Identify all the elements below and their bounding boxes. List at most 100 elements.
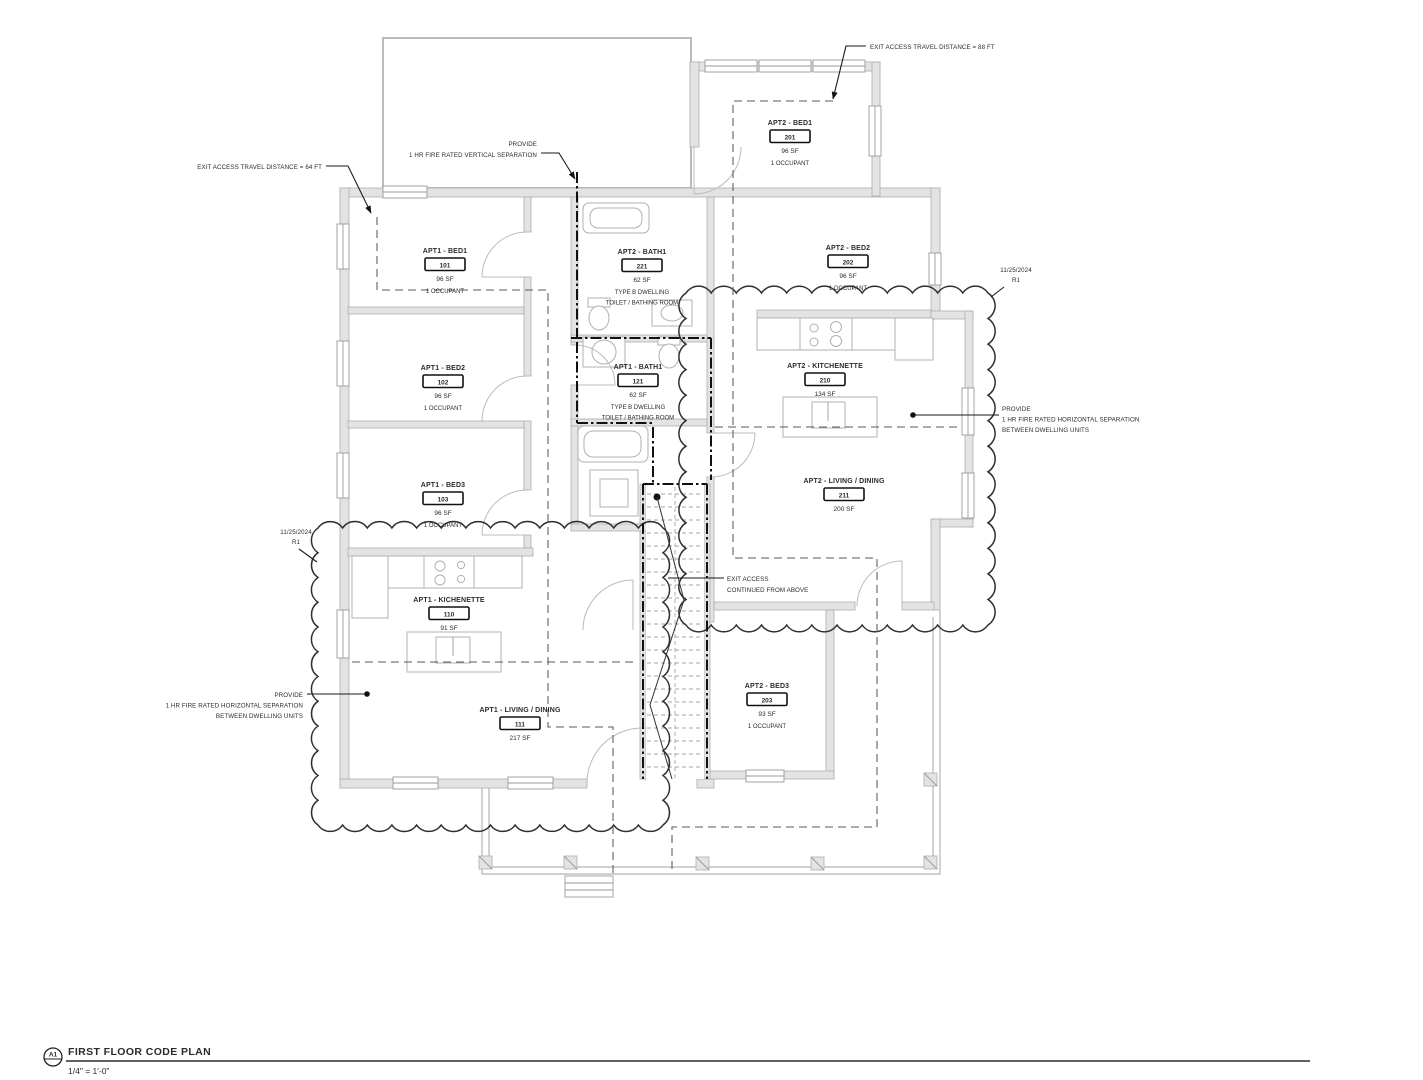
annotation-text: BETWEEN DWELLING UNITS bbox=[1002, 427, 1089, 434]
room-name: APT2 - BED3 bbox=[745, 683, 789, 690]
room-label-apt2_living: APT2 - LIVING / DINING 211 200 SF bbox=[803, 478, 884, 513]
room-label-apt2_bed1: APT2 - BED1 201 96 SF 1 OCCUPANT bbox=[768, 120, 812, 167]
revision-date: 11/25/2024 bbox=[280, 529, 312, 536]
room-number: 102 bbox=[438, 380, 449, 387]
porch bbox=[478, 610, 941, 898]
room-area: 217 SF bbox=[510, 735, 531, 742]
room-note: TOILET / BATHING ROOM bbox=[602, 416, 674, 422]
room-name: APT2 - BED1 bbox=[768, 120, 812, 127]
room-name: APT2 - KITCHENETTE bbox=[787, 363, 863, 370]
annotation-text: PROVIDE bbox=[508, 141, 537, 148]
room-number: 121 bbox=[633, 379, 644, 386]
annotation-text: EXIT ACCESS bbox=[727, 576, 769, 583]
room-label-apt2_bath1: APT2 - BATH1 221 62 SF TYPE B DWELLING TOILE… bbox=[606, 249, 678, 307]
room-number: 111 bbox=[515, 722, 526, 729]
room-occupancy: 1 OCCUPANT bbox=[748, 724, 787, 730]
room-area: 62 SF bbox=[629, 392, 646, 399]
title-block: A1 FIRST FLOOR CODE PLAN 1/4" = 1'-0" bbox=[43, 1046, 1310, 1076]
revision-label: R1 bbox=[292, 539, 301, 546]
annotation-horiz_sep_left: PROVIDE 1 HR FIRE RATED HORIZONTAL SEPARA… bbox=[166, 692, 303, 720]
annotation-leaders bbox=[298, 45, 1005, 697]
annotation-text: EXIT ACCESS TRAVEL DISTANCE = 64 FT bbox=[197, 164, 322, 171]
revision-date: 11/25/2024 bbox=[1000, 267, 1032, 274]
room-name: APT2 - BED2 bbox=[826, 245, 870, 252]
room-name: APT1 - KICHENETTE bbox=[413, 597, 485, 604]
room-label-apt1_bath1: APT1 - BATH1 121 62 SF TYPE B DWELLING TOILE… bbox=[602, 364, 674, 422]
room-occupancy: 1 OCCUPANT bbox=[424, 523, 463, 529]
room-number: 101 bbox=[440, 263, 451, 270]
room-number: 221 bbox=[637, 264, 648, 271]
bath-fixtures bbox=[577, 202, 693, 517]
annotation-exit_88: EXIT ACCESS TRAVEL DISTANCE = 88 FT bbox=[870, 44, 995, 51]
porch-steps bbox=[564, 875, 614, 898]
room-label-apt2_bed2: APT2 - BED2 202 96 SF 1 OCCUPANT bbox=[826, 245, 870, 292]
room-area: 134 SF bbox=[815, 391, 836, 398]
room-number: 202 bbox=[843, 260, 854, 267]
plan-scale: 1/4" = 1'-0" bbox=[68, 1066, 109, 1076]
deck-outline bbox=[382, 37, 692, 189]
room-area: 93 SF bbox=[758, 711, 775, 718]
room-number: 210 bbox=[820, 378, 831, 385]
room-occupancy: 1 OCCUPANT bbox=[426, 289, 465, 295]
room-area: 96 SF bbox=[434, 393, 451, 400]
annotation-text: BETWEEN DWELLING UNITS bbox=[216, 713, 303, 720]
windows bbox=[336, 59, 975, 790]
room-area: 96 SF bbox=[839, 273, 856, 280]
annotation-exit_cont: EXIT ACCESS CONTINUED FROM ABOVE bbox=[727, 576, 808, 594]
annotation-text: 1 HR FIRE RATED HORIZONTAL SEPARATION bbox=[1002, 417, 1139, 424]
annotation-text: PROVIDE bbox=[274, 692, 303, 699]
annotation-text: EXIT ACCESS TRAVEL DISTANCE = 88 FT bbox=[870, 44, 995, 51]
sheet-tag: A1 bbox=[49, 1052, 58, 1059]
room-note: TOILET / BATHING ROOM bbox=[606, 301, 678, 307]
room-occupancy: 1 OCCUPANT bbox=[829, 286, 868, 292]
egress-paths bbox=[352, 100, 957, 874]
room-name: APT1 - BATH1 bbox=[614, 364, 663, 371]
revision-cloud-right bbox=[678, 285, 996, 633]
room-label-apt1_living: APT1 - LIVING / DINING 111 217 SF bbox=[479, 707, 560, 742]
porch-posts bbox=[478, 772, 938, 871]
room-name: APT2 - LIVING / DINING bbox=[803, 478, 884, 485]
room-label-apt1_bed2: APT1 - BED2 102 96 SF 1 OCCUPANT bbox=[421, 365, 465, 412]
room-area: 62 SF bbox=[633, 277, 650, 284]
annotation-text: 1 HR FIRE RATED HORIZONTAL SEPARATION bbox=[166, 703, 303, 710]
room-name: APT2 - BATH1 bbox=[618, 249, 667, 256]
room-area: 96 SF bbox=[781, 148, 798, 155]
room-number: 103 bbox=[438, 497, 449, 504]
room-name: APT1 - BED1 bbox=[423, 248, 467, 255]
fire-separation-lines bbox=[571, 172, 712, 779]
room-note: TYPE B DWELLING bbox=[611, 405, 666, 411]
room-name: APT1 - BED2 bbox=[421, 365, 465, 372]
room-area: 200 SF bbox=[834, 506, 855, 513]
room-note: TYPE B DWELLING bbox=[615, 290, 670, 296]
room-name: APT1 - LIVING / DINING bbox=[479, 707, 560, 714]
room-label-apt1_bed3: APT1 - BED3 103 96 SF 1 OCCUPANT bbox=[421, 482, 465, 529]
room-label-apt2_kitchenette: APT2 - KITCHENETTE 210 134 SF bbox=[787, 363, 863, 398]
annotation-exit_64: EXIT ACCESS TRAVEL DISTANCE = 64 FT bbox=[197, 164, 322, 171]
room-area: 91 SF bbox=[440, 625, 457, 632]
annotation-text: CONTINUED FROM ABOVE bbox=[727, 587, 808, 594]
revision-label: R1 bbox=[1012, 277, 1021, 284]
room-name: APT1 - BED3 bbox=[421, 482, 465, 489]
room-occupancy: 1 OCCUPANT bbox=[771, 161, 810, 167]
room-label-apt1_kitchenette: APT1 - KICHENETTE 110 91 SF bbox=[413, 597, 485, 632]
room-area: 96 SF bbox=[434, 510, 451, 517]
room-area: 96 SF bbox=[436, 276, 453, 283]
room-label-apt1_bed1: APT1 - BED1 101 96 SF 1 OCCUPANT bbox=[423, 248, 467, 295]
room-number: 203 bbox=[762, 698, 773, 705]
plan-title: FIRST FLOOR CODE PLAN bbox=[68, 1046, 211, 1058]
room-label-apt2_bed3: APT2 - BED3 203 93 SF 1 OCCUPANT bbox=[745, 683, 789, 730]
room-occupancy: 1 OCCUPANT bbox=[424, 406, 463, 412]
annotation-text: PROVIDE bbox=[1002, 406, 1031, 413]
sheet-tag-circle bbox=[43, 1047, 63, 1067]
room-number: 211 bbox=[839, 493, 850, 500]
room-number: 201 bbox=[785, 135, 796, 142]
revision-cloud-left bbox=[310, 520, 671, 833]
annotations: EXIT ACCESS TRAVEL DISTANCE = 88 FT EXIT … bbox=[166, 44, 1140, 720]
kitchen-fixtures bbox=[351, 317, 934, 673]
room-number: 110 bbox=[444, 612, 455, 619]
